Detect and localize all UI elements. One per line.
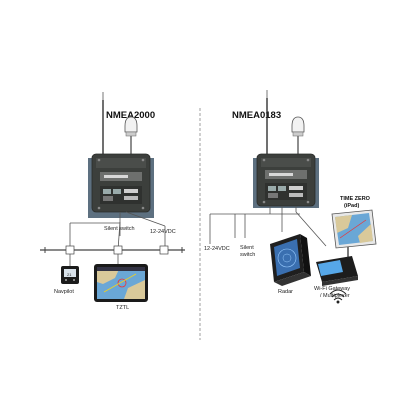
right-silent-switch-label-2: switch <box>240 252 255 258</box>
wifi-signal-icon <box>329 289 347 304</box>
timezero-label-2: (iPad) <box>344 203 359 209</box>
left-section-title: NMEA2000 <box>106 110 155 121</box>
wifi-gateway-label-2: / Multiplexer <box>320 293 350 299</box>
right-section-title: NMEA0183 <box>232 110 281 121</box>
right-silent-switch-label-1: Silent <box>240 245 254 251</box>
left-cabling <box>69 211 166 252</box>
timezero-label-1: TIME ZERO <box>340 196 371 202</box>
left-gps-antenna <box>124 116 138 160</box>
left-power-label: 12-24VDC <box>150 229 176 235</box>
svg-text:21: 21 <box>67 272 72 277</box>
radar-display <box>270 234 311 286</box>
left-satellite-compass-unit <box>88 92 154 218</box>
tztl-label: TZTL <box>116 305 129 311</box>
navpilot-label: Navpilot <box>54 289 74 295</box>
right-gps-antenna <box>291 116 305 160</box>
radar-label: Radar <box>278 289 293 295</box>
right-cabling <box>209 206 327 247</box>
tztl-display <box>94 264 148 302</box>
ipad-timezero <box>331 209 377 249</box>
wifi-gateway-label-1: Wi-Fi Gateway <box>314 286 350 292</box>
right-power-label: 12-24VDC <box>204 246 230 252</box>
left-silent-switch-label: Silent switch <box>104 226 135 232</box>
left-device-connectors <box>100 186 142 204</box>
right-satellite-compass-unit <box>253 90 319 208</box>
navpilot-device: 21 <box>61 266 79 284</box>
